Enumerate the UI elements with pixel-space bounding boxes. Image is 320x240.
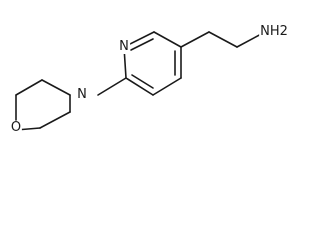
bond-c4-c5 xyxy=(152,77,182,96)
chemical-structure-diagram: N NH2 N O xyxy=(9,24,289,135)
amine-label: NH2 xyxy=(259,24,289,39)
bond-c2-c3 xyxy=(153,31,182,48)
morpholine-oxygen-label: O xyxy=(9,120,23,135)
bond-c5-c6-inner xyxy=(131,74,154,89)
morpholine-nitrogen-label: N xyxy=(76,87,88,102)
bond-ch2-ch2 xyxy=(208,31,238,48)
bond-morph-c1-c2 xyxy=(39,111,71,129)
pyridine-nitrogen-label: N xyxy=(118,39,130,54)
bond-c3-ch2 xyxy=(180,31,210,48)
bond-c6-morpholine-n xyxy=(97,77,127,96)
bond-morph-c4-n xyxy=(41,79,71,96)
bond-c5-c6 xyxy=(125,77,154,96)
bond-morph-c3-c4 xyxy=(15,79,43,96)
bond-n1-c2-inner xyxy=(130,38,154,51)
molecule-skeleton xyxy=(15,31,266,131)
